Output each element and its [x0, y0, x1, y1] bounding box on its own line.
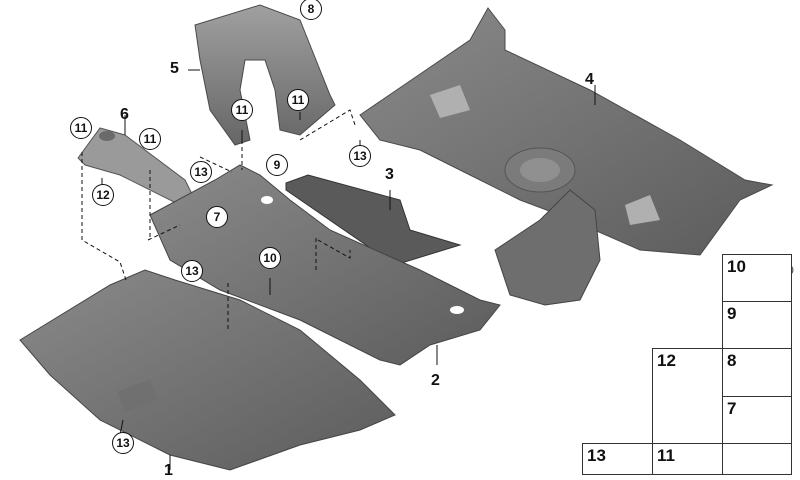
part-label-3: 3 — [385, 166, 394, 183]
callout-12: 12 — [92, 184, 114, 206]
legend-number: 12 — [657, 351, 676, 370]
part-5-wheel-arch-liner — [194, 4, 336, 146]
callout-13: 13 — [181, 260, 203, 282]
callout-11: 11 — [70, 117, 92, 139]
part-label-2: 2 — [431, 372, 440, 389]
callout-13: 13 — [112, 432, 134, 454]
callout-7: 7 — [206, 206, 228, 228]
legend-number: 13 — [587, 446, 606, 465]
legend-number: 9 — [727, 304, 737, 323]
part-2-center-underbody-panel — [149, 164, 501, 366]
part-label-6: 6 — [120, 106, 129, 123]
callout-13: 13 — [190, 161, 212, 183]
part-label-1: 1 — [164, 462, 173, 479]
legend-cell-13: 13 — [582, 443, 653, 475]
part-1-front-underbody-panel — [19, 269, 396, 471]
callout-13: 13 — [349, 145, 371, 167]
part-4-rear-underbody-panel — [359, 7, 774, 256]
legend-cell-8: 8 — [722, 348, 792, 397]
legend-cell-12: 12 — [652, 348, 723, 444]
callout-10: 10 — [259, 247, 281, 269]
legend-number: 8 — [727, 351, 737, 370]
legend-number: 11 — [657, 446, 675, 465]
callout-11: 11 — [287, 89, 309, 111]
callout-11: 11 — [139, 128, 161, 150]
part-label-5: 5 — [170, 60, 179, 77]
legend-cell-7: 7 — [722, 396, 792, 444]
legend-cell-10: 10 — [722, 254, 792, 302]
callout-11: 11 — [231, 99, 253, 121]
legend-number: 7 — [727, 399, 737, 418]
callout-9: 9 — [266, 154, 288, 176]
legend-cell-9: 9 — [722, 301, 792, 349]
legend-number: 10 — [727, 257, 746, 276]
part-label-4: 4 — [585, 71, 594, 88]
callout-8: 8 — [300, 0, 322, 20]
leader-lines — [81, 109, 356, 330]
legend-cell-gasket — [722, 443, 792, 475]
legend-cell-11: 11 — [652, 443, 723, 475]
